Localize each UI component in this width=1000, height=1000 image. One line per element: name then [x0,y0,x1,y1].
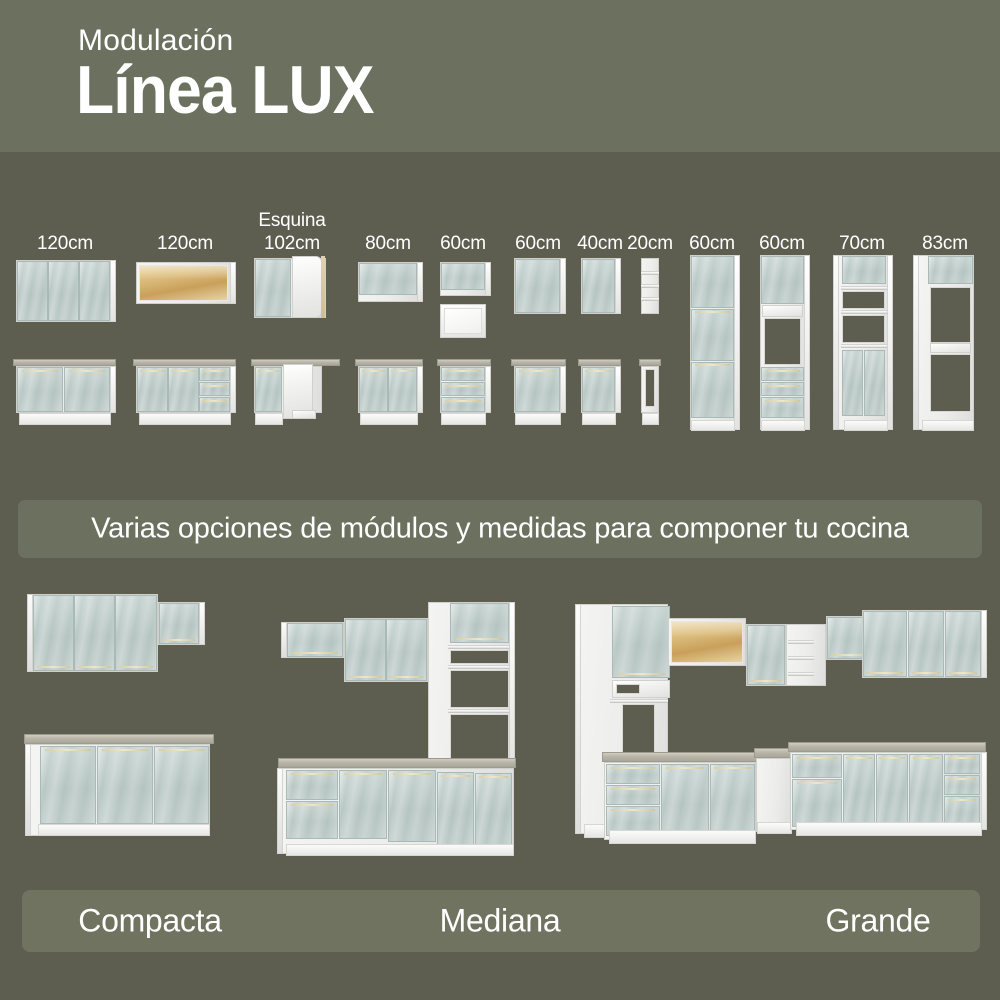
module-base-60cm-1door [511,359,566,425]
module-label-83cm: 83cm [922,233,968,254]
module-tall-60cm-oven [760,255,810,431]
footer-label-grande: Grande [825,902,931,939]
compacta-wall-small [158,602,205,645]
grande-wall-corner-shelf [786,624,826,686]
mediana-wall-mid [344,618,428,682]
module-base-120cm-2door [13,359,116,425]
grande-base-run-left [602,752,758,844]
tagline-text: Varias opciones de módulos y medidas par… [91,512,909,545]
module-wall-60cm-1door [514,258,566,314]
grande-wall-run-right [862,610,987,678]
header-band: Modulación Línea LUX [0,0,1000,152]
mediana-tall-column [428,602,515,768]
module-wall-120cm-glass [136,262,236,304]
composition-mediana [277,588,558,856]
footer-label-mediana: Mediana [439,902,561,939]
compacta-wall-run [27,594,158,672]
grande-base-corner [754,748,794,834]
mediana-base-run [277,758,516,856]
grande-wall-door-a [746,624,786,686]
module-wall-60cm-small [440,262,491,296]
module-label-20cm: 20cm [627,233,673,254]
module-label-60cm-c: 60cm [689,233,735,254]
grande-base-run-right [788,742,987,836]
module-wall-120cm-3door [16,260,116,322]
module-label-120cm-b: 120cm [156,233,214,254]
module-label-80cm: 80cm [365,233,411,254]
module-wall-80cm [358,262,423,302]
composition-compacta [18,586,258,856]
module-tall-83cm-fridge-frame [913,255,974,431]
module-tall-60cm-3door [690,255,740,431]
page-title: Línea LUX [76,52,375,128]
module-wall-20cm-shelf-tower [641,258,659,314]
module-label-esquina-prefix: Esquina [258,210,326,231]
module-wall-60cm-niche [440,304,486,338]
grande-wall-glass [668,618,746,666]
compacta-base-run [24,734,214,836]
module-label-60cm-b: 60cm [515,233,561,254]
module-base-40cm-1door [578,359,621,425]
tagline-banner: Varias opciones de módulos y medidas par… [18,500,982,558]
module-tall-70cm-open [833,255,893,431]
module-label-40cm: 40cm [577,233,623,254]
module-base-20cm-bottle [639,359,661,425]
footer-band: Compacta Mediana Grande [22,890,980,952]
module-base-60cm-drawers [437,359,491,425]
module-base-120cm-drawers [133,359,236,425]
module-label-120cm-a: 120cm [36,233,94,254]
footer-label-compacta: Compacta [78,902,222,939]
module-wall-corner-102cm [254,256,326,318]
module-label-70cm: 70cm [839,233,885,254]
mediana-wall-left [281,622,344,658]
module-label-60cm-d: 60cm [759,233,805,254]
module-base-80cm [355,359,423,425]
module-base-corner-102cm [251,359,340,425]
module-label-60cm-a: 60cm [440,233,486,254]
module-wall-40cm-1door [581,258,621,314]
composition-grande [572,590,990,858]
module-label-102cm: 102cm [263,233,321,254]
header-subtitle: Modulación [78,24,234,57]
